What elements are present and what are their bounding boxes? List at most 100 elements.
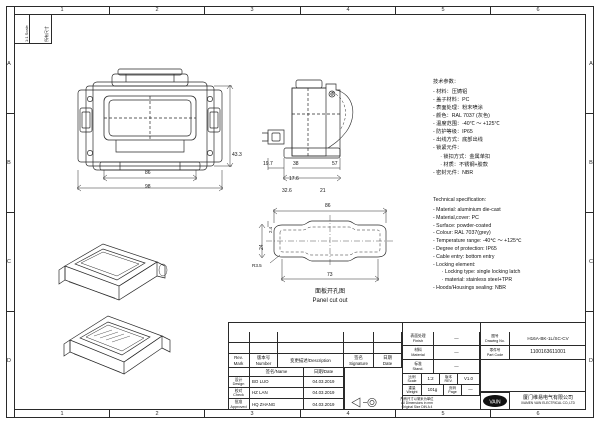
rev-label: 版本 REV. <box>440 374 458 385</box>
person-name-approved: HQ ZHANG <box>250 399 304 410</box>
spec-line-en-10: - Hoods/Housings sealing: NBR <box>433 284 506 291</box>
dimension-front-inner-width: 86 <box>145 170 151 176</box>
zone-label-bottom-5: 5 <box>441 411 445 417</box>
zone-tick <box>300 410 301 418</box>
person-role-design: 设计 Design <box>228 377 250 388</box>
rev-value: V1.0 <box>458 374 480 385</box>
spec-list-en: - Material: aluminium die-cast- Material… <box>433 207 522 293</box>
zone-tick <box>586 113 594 114</box>
person-date-design: 04.03.2019 <box>304 377 344 388</box>
dimension-front-height: 43.3 <box>232 152 242 158</box>
zone-label-left-b: B <box>7 160 11 166</box>
spec-line-en-2: - Surface: powder-coated <box>433 222 492 229</box>
zone-tick <box>586 212 594 213</box>
company-name-cn: 厦门维易电气有限公司 <box>522 395 573 402</box>
drawing-no-value: H16A-BK-1L/SC-CV <box>510 332 586 346</box>
zone-tick <box>395 6 396 14</box>
standard-value: — <box>434 360 480 374</box>
person-role-check: 校对 Check <box>228 388 250 399</box>
rev-row-date-2 <box>374 332 402 343</box>
spec-line-en-9: · material: stainless steel+TPR <box>433 277 513 284</box>
spec-line-en-1: - Material,cover: PC <box>433 214 479 221</box>
corner-dim-label: 所有尺寸 <box>44 26 49 42</box>
zone-tick <box>490 6 491 14</box>
zone-label-bottom-1: 1 <box>60 411 64 417</box>
zone-label-right-d: D <box>589 358 593 364</box>
zone-label-left-c: C <box>7 259 11 265</box>
title-block-divider <box>402 322 403 410</box>
zone-tick <box>395 410 396 418</box>
person-role-approved: 批准 Approved <box>228 399 250 410</box>
zone-tick <box>204 410 205 418</box>
spec-list-cn: - 材料：压铸铝- 盖子材料：PC- 表面处理：粉末喷涂- 颜色：RAL 703… <box>433 88 500 177</box>
spec-line-en-3: - Colour: RAL 7037(grey) <box>433 230 491 237</box>
rev-row-description-2 <box>278 332 344 343</box>
rev-row-signature <box>344 343 374 354</box>
page-value: — <box>462 385 480 396</box>
rev-row-description <box>278 343 344 354</box>
dimension-cut-inner-width: 73 <box>327 272 333 278</box>
spec-line-cn-4: - 温度范围：-40℃ ～ +125℃ <box>433 121 500 128</box>
people-header-role <box>228 368 250 377</box>
zone-label-bottom-6: 6 <box>536 411 540 417</box>
page-label: 页码 Page <box>444 385 462 396</box>
spec-line-en-8: · Locking type: single locking latch <box>433 269 521 276</box>
zone-tick <box>6 212 14 213</box>
rev-row-signature-2 <box>344 332 374 343</box>
rev-header-description: 变更描述/Description <box>278 354 344 368</box>
part-no-label: 零件号 Part Code <box>480 346 510 360</box>
rev-row-number <box>250 343 278 354</box>
spec-line-cn-1: - 盖子材料：PC <box>433 97 470 104</box>
zone-tick <box>586 311 594 312</box>
zone-label-top-1: 1 <box>60 7 64 13</box>
projection-note: 所有尺寸以毫米为单位 All Dimensions in mm Original… <box>400 396 434 410</box>
rev-header-date: 日期 Date <box>374 354 402 368</box>
zone-tick <box>14 410 15 418</box>
panel-cutout-title-cn: 面板开孔图 <box>314 289 345 295</box>
isometric-view-lower <box>52 296 182 376</box>
dimension-side-e: 32.6 <box>282 188 292 194</box>
zone-label-right-a: A <box>589 61 593 67</box>
spec-line-cn-7: - 锁紧元件： <box>433 145 463 152</box>
spec-line-cn-6: - 出线方式：底部出线 <box>433 137 483 144</box>
side-view-drawing <box>262 60 392 190</box>
spec-line-cn-2: - 表面处理：粉末喷涂 <box>433 105 483 112</box>
corner-scale-box-2 <box>30 14 52 44</box>
zone-tick <box>14 6 15 14</box>
finish-label: 表面处理 Finish <box>402 332 434 346</box>
svg-text:VAIN: VAIN <box>489 399 501 405</box>
zone-tick <box>204 6 205 14</box>
corner-scale-label: 1:1 Scale <box>24 25 29 42</box>
person-name-check: HZ LAN <box>250 388 304 399</box>
person-date-check: 04.03.2019 <box>304 388 344 399</box>
spec-line-cn-9: · 材质：不锈钢+胶款 <box>433 161 488 168</box>
dimension-cut-width: 86 <box>325 203 331 209</box>
rev-row-date <box>374 343 402 354</box>
corner-scale-box <box>14 14 30 44</box>
dimension-side-c: 57 <box>332 161 338 167</box>
spec-line-en-4: - Temperature range: -40℃ ～ +125℃ <box>433 238 522 245</box>
title-block-divider-2 <box>480 322 481 410</box>
zone-label-bottom-3: 3 <box>250 411 254 417</box>
weight-label: 重量 Weight <box>402 385 422 396</box>
spec-line-cn-8: · 锁扣方式：金属单扣 <box>433 153 491 160</box>
rev-row-mark <box>228 343 250 354</box>
zone-tick <box>490 410 491 418</box>
dimension-cut-radius: R3.5 <box>252 263 262 268</box>
panel-cutout-title-en: Panel cut out <box>312 298 348 304</box>
spec-line-cn-3: - 颜色：RAL 7037 (灰色) <box>433 113 490 120</box>
zone-label-left-a: A <box>7 61 11 67</box>
drawing-title-area <box>480 360 586 392</box>
dimension-side-b: 38 <box>293 161 299 167</box>
isometric-view-upper <box>45 236 175 306</box>
dimension-front-outer-width: 98 <box>145 184 151 190</box>
finish-value: — <box>434 332 480 346</box>
people-header-name: 签名/Name <box>250 368 304 377</box>
dimension-cut-small: 2.4 <box>268 226 273 233</box>
rev-row-number-2 <box>250 332 278 343</box>
zone-label-top-6: 6 <box>536 7 540 13</box>
zone-tick <box>109 6 110 14</box>
spec-line-cn-5: - 防护等级：IP65 <box>433 129 473 136</box>
spec-line-en-6: - Cable entry: bottom entry <box>433 253 495 260</box>
spec-line-en-0: - Material: aluminium die-cast <box>433 207 501 213</box>
